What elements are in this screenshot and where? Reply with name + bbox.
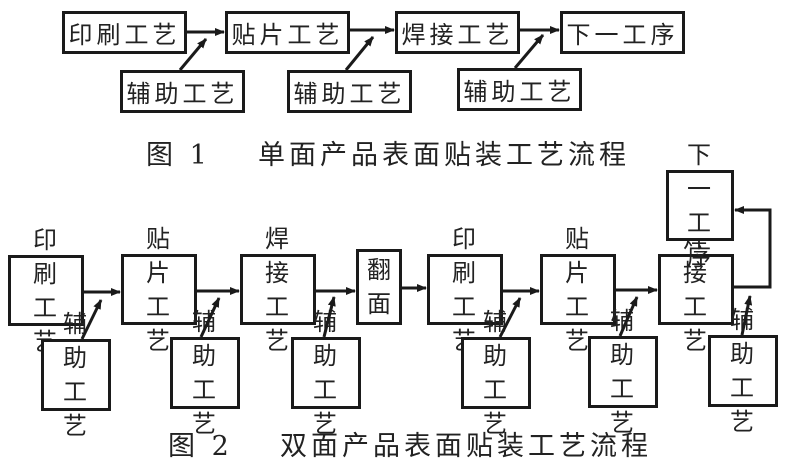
fig1-caption-title: 单面产品表面贴装工艺流程: [257, 140, 630, 171]
fig2-aux-arrow-3: [322, 296, 336, 338]
fig1-step-soldering: 焊接工艺: [395, 11, 520, 54]
fig1-caption-number: 图 1: [146, 140, 211, 171]
fig2-aux-arrow-1: [80, 299, 103, 340]
fig2-aux-arrow-5: [618, 296, 639, 337]
fig1-aux-arrow-3: [513, 34, 545, 69]
fig1-aux-2: 辅助工艺: [287, 70, 412, 113]
fig2-caption-title: 双面产品表面贴装工艺流程: [279, 431, 652, 462]
fig1-step-printing: 印刷工艺: [62, 11, 187, 54]
fig2-caption-number: 图 2: [168, 431, 233, 462]
fig2-aux-arrow-4: [498, 297, 522, 338]
fig2-arrow-to-next: [734, 206, 772, 289]
fig2-step-printing-1: 印刷工艺: [8, 226, 84, 356]
fig2-aux-arrow-6: [740, 295, 753, 336]
fig2-caption: 图 2 双面产品表面贴装工艺流程: [168, 424, 652, 463]
fig2-aux-arrow-2: [199, 297, 221, 338]
fig1-aux-arrow-1: [178, 38, 208, 71]
fig1-caption: 图 1 单面产品表面贴装工艺流程: [146, 133, 630, 172]
fig2-step-flip: 翻面: [356, 249, 402, 325]
fig1-step-placement: 贴片工艺: [225, 11, 350, 54]
fig1-aux-arrow-2: [344, 36, 375, 71]
fig1-step-next: 下一工序: [560, 11, 685, 54]
fig1-aux-3: 辅助工艺: [457, 68, 582, 111]
fig1-aux-1: 辅助工艺: [120, 70, 245, 113]
